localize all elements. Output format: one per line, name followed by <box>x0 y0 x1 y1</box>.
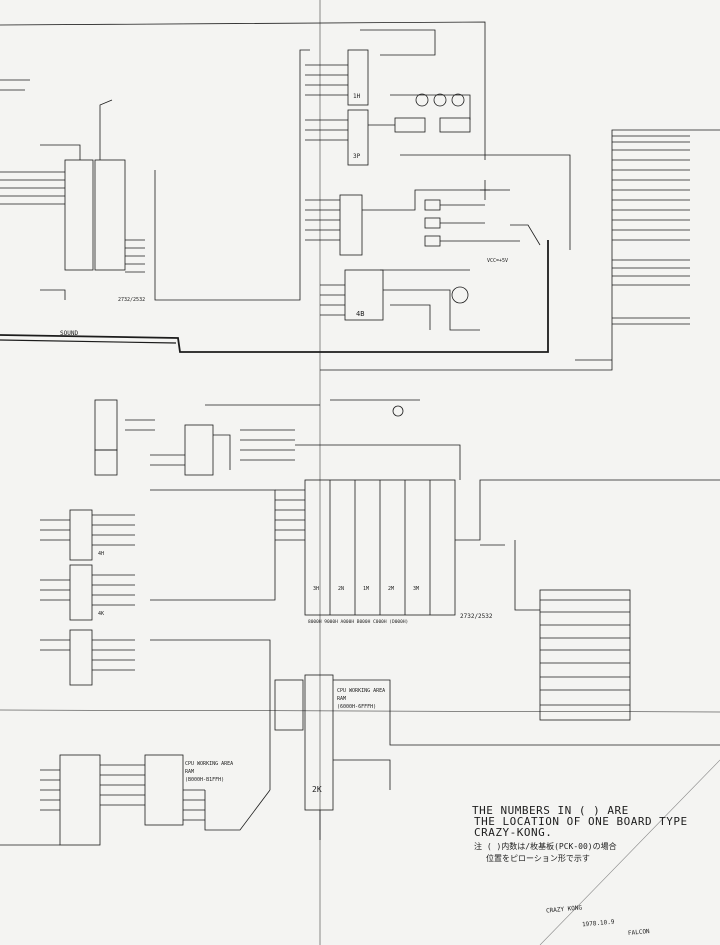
note-line-2: THE LOCATION OF ONE BOARD TYPE <box>474 815 688 828</box>
chip-1m-label: 1M <box>363 586 369 592</box>
note-japanese-1: 注 ( )内数は/枚基板(PCK-00)の場合 <box>474 842 617 851</box>
work-ram-label-2: RAM <box>185 769 194 775</box>
chip-3h-label: 3H <box>313 586 319 592</box>
schematic-labels: SOUND 2732/2532 2732/2532 8000H 9000H A0… <box>60 93 508 794</box>
chip-3m-label: 3M <box>413 586 419 592</box>
chip-1h-label: 1H <box>353 93 361 100</box>
chip-2n-label: 2N <box>338 586 344 592</box>
cpu-ram-label-3: (6000H-6FFFH) <box>337 704 376 710</box>
note-line-3: CRAZY-KONG. <box>474 826 553 839</box>
work-ram-label-3: (B000H-B1FFH) <box>185 777 224 783</box>
cpu-ram-label-1: CPU WORKING AREA <box>337 688 385 694</box>
chip-2k-label: 2K <box>312 785 322 794</box>
sound-bus-label: SOUND <box>60 330 78 337</box>
cpu-ram-label-2: RAM <box>337 696 346 702</box>
chip-2m-label: 2M <box>388 586 394 592</box>
note-japanese-2: 位置をピローション形で示す <box>486 854 590 863</box>
chip-4b-label: 4B <box>356 310 364 318</box>
note-line-1: THE NUMBERS IN ( ) ARE <box>472 804 629 817</box>
rom-part-label-left: 2732/2532 <box>118 297 145 303</box>
rom-part-label-bank: 2732/2532 <box>460 613 493 620</box>
chip-3p-label: 3P <box>353 153 361 160</box>
work-ram-label-1: CPU WORKING AREA <box>185 761 233 767</box>
vcc-label: VCC=+5V <box>487 258 508 264</box>
chip-4k-label: 4K <box>98 611 104 617</box>
rom-address-range: 8000H 9000H A000H B000H C000H (D000H) <box>308 619 408 625</box>
chip-4h-label: 4H <box>98 551 104 557</box>
